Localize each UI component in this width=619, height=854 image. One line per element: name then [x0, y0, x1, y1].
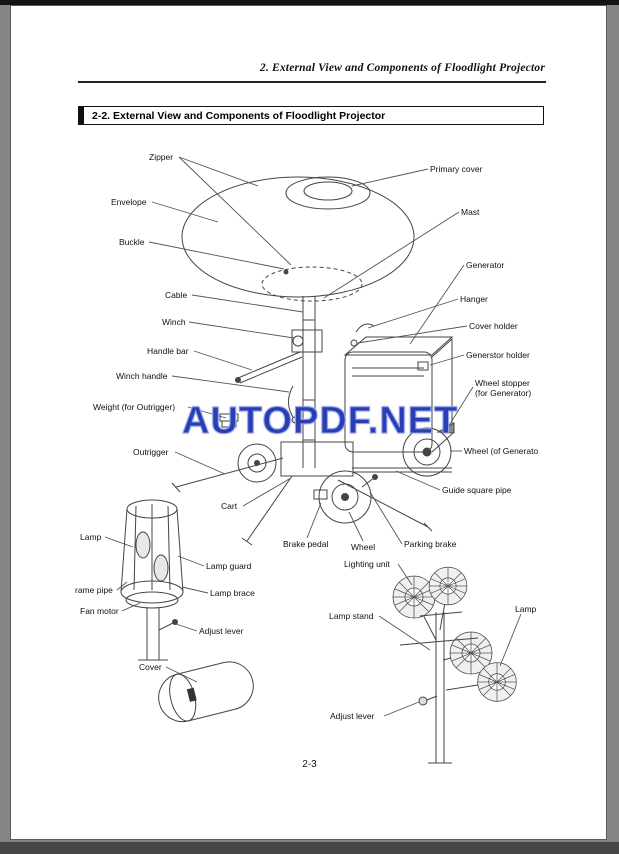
top-margin-strip — [0, 0, 619, 5]
running-header: 2. External View and Components of Flood… — [259, 62, 545, 74]
paper-sheet — [10, 5, 607, 840]
label-guide-square-pipe: Guide square pipe — [442, 485, 512, 495]
label-envelope: Envelope — [111, 197, 147, 207]
label-adjust-lever-right: Adjust lever — [330, 711, 375, 721]
label-lamp-stand: Lamp stand — [329, 611, 374, 621]
label-winch-handle: Winch handle — [116, 371, 168, 381]
label-adjust-lever-left: Adjust lever — [199, 626, 244, 636]
cover-cylinder — [158, 661, 254, 723]
label-mast: Mast — [461, 207, 480, 217]
generator-unit — [343, 323, 455, 477]
label-generator-holder: Generstor holder — [466, 350, 530, 360]
winch-assembly — [235, 329, 323, 424]
label-cable: Cable — [165, 290, 188, 300]
watermark: AUTOPDF.NET — [181, 400, 459, 443]
label-zipper: Zipper — [149, 152, 174, 162]
section-title: 2-2. External View and Components of Flo… — [92, 109, 386, 122]
cart-assembly — [171, 413, 452, 546]
label-hanger: Hanger — [460, 294, 488, 304]
label-outrigger: Outrigger — [133, 447, 169, 457]
label-lighting-unit: Lighting unit — [344, 559, 390, 569]
label-lamp-guard: Lamp guard — [206, 561, 252, 571]
label-wheel: Wheel — [351, 542, 376, 552]
label-generator: Generator — [466, 260, 505, 270]
header-rule — [78, 81, 546, 83]
label-cover-holder: Cover holder — [469, 321, 518, 331]
label-handle-bar: Handle bar — [147, 346, 189, 356]
label-lamp-brace: Lamp brace — [210, 588, 255, 598]
lighting-unit-assembly — [392, 566, 517, 764]
label-winch: Winch — [162, 317, 186, 327]
label-weight-for-outrigger: Weight (for Outrigger) — [93, 402, 176, 412]
label-primary-cover: Primary cover — [430, 164, 483, 174]
bottom-margin-strip — [0, 842, 619, 854]
label-lamp-right: Lamp — [515, 604, 537, 614]
page-number: 2-3 — [302, 759, 317, 770]
label-frame-pipe: rame pipe — [75, 585, 113, 595]
label-fan-motor: Fan motor — [80, 606, 119, 616]
label-cart: Cart — [221, 501, 238, 511]
balloon-envelope — [181, 176, 415, 302]
section-title-box: 2-2. External View and Components of Flo… — [78, 106, 544, 125]
section-accent-bar — [79, 107, 84, 124]
label-wheel-stopper: Wheel stopper (for Generator) — [475, 378, 532, 399]
label-cover: Cover — [139, 662, 162, 672]
label-parking-brake: Parking brake — [404, 539, 457, 549]
lamp-assembly — [120, 499, 184, 661]
label-buckle: Buckle — [119, 237, 145, 247]
label-wheel-of-generator: Wheel (of Generato — [464, 446, 539, 456]
mast-shape — [302, 296, 316, 468]
label-brake-pedal: Brake pedal — [283, 539, 329, 549]
label-lamp-left: Lamp — [80, 532, 102, 542]
leader-lines — [104, 156, 522, 717]
